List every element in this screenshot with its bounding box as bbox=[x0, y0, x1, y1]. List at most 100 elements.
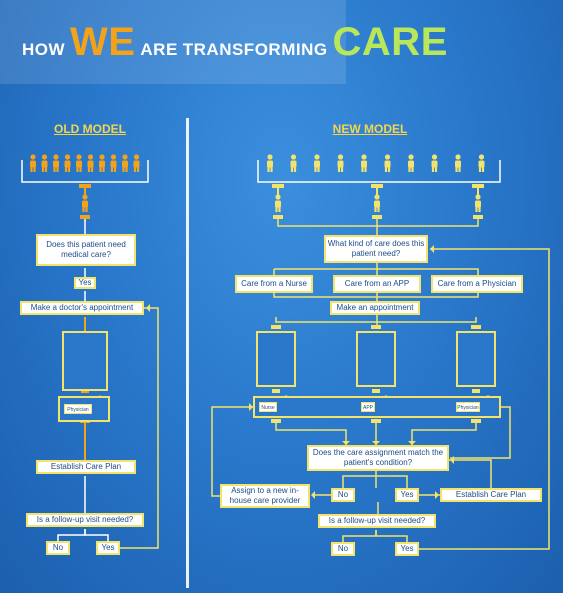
connector-node bbox=[473, 215, 483, 219]
connector bbox=[120, 307, 159, 549]
arrow-head bbox=[372, 441, 380, 445]
connector bbox=[275, 317, 477, 323]
old-q-need-care: Does this patient need medical care? bbox=[36, 234, 136, 266]
new-yes: Yes bbox=[395, 488, 419, 502]
new-provider-bar bbox=[253, 396, 501, 418]
connector-node bbox=[272, 389, 280, 393]
connector-node bbox=[371, 419, 381, 423]
person-icon bbox=[99, 154, 105, 172]
person-icon bbox=[408, 154, 414, 172]
old-waiting-room bbox=[62, 331, 108, 391]
connector bbox=[21, 160, 149, 183]
person-icon bbox=[455, 154, 461, 172]
connector bbox=[342, 530, 377, 542]
title-are: ARE bbox=[140, 40, 178, 59]
person-icon bbox=[361, 154, 367, 172]
old-no: No bbox=[46, 541, 70, 555]
connector-node bbox=[372, 389, 380, 393]
person-icon bbox=[290, 154, 297, 172]
arrow-head bbox=[450, 456, 454, 464]
person-icon bbox=[82, 194, 88, 212]
person-icon bbox=[431, 154, 438, 172]
person-icon bbox=[475, 194, 481, 212]
connector-node bbox=[472, 184, 484, 188]
old-yes-1: Yes bbox=[74, 277, 96, 289]
person-icon bbox=[64, 154, 71, 172]
connector-node bbox=[273, 215, 283, 219]
new-yes-2: Yes bbox=[395, 542, 419, 556]
new-waiting-room-app bbox=[356, 331, 396, 387]
connector bbox=[342, 475, 376, 488]
connector-node bbox=[80, 215, 90, 219]
connector bbox=[449, 459, 492, 488]
arrow-head bbox=[249, 403, 253, 411]
person-icon bbox=[384, 154, 391, 172]
connector bbox=[57, 529, 86, 541]
person-icon bbox=[133, 154, 140, 172]
connector-node bbox=[471, 419, 481, 423]
connector bbox=[411, 423, 477, 445]
arrow-head bbox=[146, 304, 150, 312]
old-yes-2: Yes bbox=[96, 541, 120, 555]
new-model-heading: NEW MODEL bbox=[332, 122, 408, 136]
connector-node bbox=[81, 389, 89, 393]
connector bbox=[273, 293, 479, 298]
person-icon bbox=[53, 154, 59, 172]
title-we: WE bbox=[70, 20, 136, 64]
connector bbox=[450, 406, 511, 459]
old-physician-tag: Physician bbox=[64, 404, 92, 414]
connector bbox=[375, 530, 408, 542]
new-nurse-tag: Nurse bbox=[259, 402, 277, 412]
connector bbox=[275, 423, 347, 445]
new-opt-app: Care from an APP bbox=[333, 275, 421, 293]
person-icon bbox=[122, 154, 128, 172]
connector bbox=[419, 248, 550, 550]
new-q-kind: What kind of care does this patient need… bbox=[324, 235, 428, 263]
arrow-head bbox=[430, 245, 434, 253]
new-assign-provider: Assign to a new in-house care provider bbox=[220, 484, 310, 508]
connector-node bbox=[472, 389, 480, 393]
person-icon bbox=[374, 194, 380, 212]
new-make-appointment: Make an appointment bbox=[330, 301, 420, 315]
connector bbox=[84, 529, 109, 541]
new-followup: Is a follow-up visit needed? bbox=[318, 514, 436, 528]
new-opt-physician: Care from a Physician bbox=[431, 275, 523, 293]
connector bbox=[211, 406, 253, 497]
old-model-heading: OLD MODEL bbox=[54, 122, 126, 136]
page-title: HOW WE ARE TRANSFORMING CARE bbox=[22, 20, 448, 65]
person-icon bbox=[267, 154, 273, 172]
model-divider bbox=[186, 118, 189, 588]
old-make-appointment: Make a doctor's appointment bbox=[20, 301, 144, 315]
new-opt-nurse: Care from a Nurse bbox=[235, 275, 313, 293]
person-icon bbox=[314, 154, 320, 172]
person-icon bbox=[478, 154, 485, 172]
person-icon bbox=[275, 194, 281, 212]
new-waiting-room-physician bbox=[456, 331, 496, 387]
connector bbox=[257, 160, 501, 183]
arrow-head bbox=[435, 491, 439, 499]
title-transforming: TRANSFORMING bbox=[182, 40, 328, 59]
old-followup: Is a follow-up visit needed? bbox=[26, 513, 144, 527]
arrow-head bbox=[408, 441, 416, 445]
connector bbox=[277, 219, 479, 227]
new-physician-tag: Physician bbox=[456, 402, 480, 412]
new-no: No bbox=[331, 488, 355, 502]
arrow-head bbox=[342, 441, 350, 445]
connector-node bbox=[471, 325, 481, 329]
new-app-tag: APP bbox=[361, 402, 375, 412]
arrow-head bbox=[311, 491, 315, 499]
new-no-2: No bbox=[331, 542, 355, 556]
person-icon bbox=[30, 154, 36, 172]
new-q-match: Does the care assignment match the patie… bbox=[307, 445, 449, 471]
title-how: HOW bbox=[22, 40, 66, 59]
person-icon bbox=[337, 154, 344, 172]
connector bbox=[274, 268, 479, 275]
connector-node bbox=[372, 215, 382, 219]
new-care-plan: Establish Care Plan bbox=[440, 488, 542, 502]
connector-node bbox=[371, 184, 383, 188]
old-care-plan: Establish Care Plan bbox=[36, 460, 136, 474]
person-icon bbox=[41, 154, 48, 172]
title-care: CARE bbox=[332, 20, 448, 64]
person-icon bbox=[110, 154, 117, 172]
connector-node bbox=[271, 419, 281, 423]
